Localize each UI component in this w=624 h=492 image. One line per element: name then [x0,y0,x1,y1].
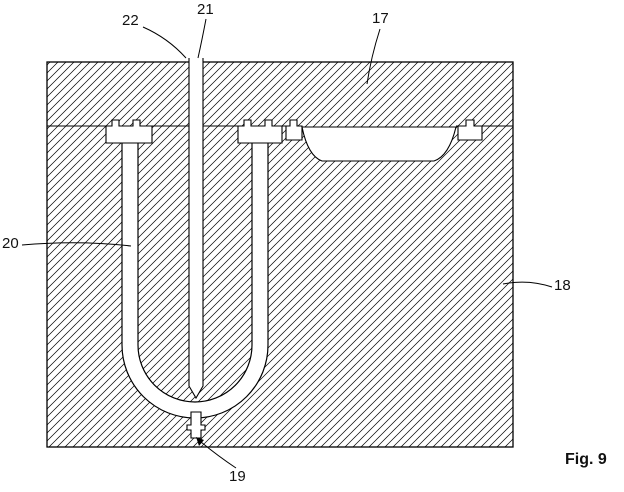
ref-label-21: 21 [197,1,214,18]
tooth-feature-right [457,119,483,141]
ref-label-22: 22 [122,12,139,29]
bottom-nub [186,411,206,439]
leader-19 [200,441,237,469]
leader-17 [366,28,381,85]
ref-label-19: 19 [229,468,246,485]
arrowhead-19 [196,437,204,446]
u-channel [121,139,269,419]
tooth-feature-mid [285,119,303,141]
left-flange [105,119,153,144]
ref-label-17: 17 [372,10,389,27]
ref-label-18: 18 [554,277,571,294]
ref-label-20: 20 [2,235,19,252]
leader-22 [142,26,187,59]
leader-21 [197,18,207,59]
dish-cavity [301,126,457,162]
figure-caption: Fig. 9 [565,451,607,468]
leader-20 [21,242,132,247]
slot-channel [188,58,204,400]
leader-18 [502,281,553,288]
right-flange [237,119,283,144]
